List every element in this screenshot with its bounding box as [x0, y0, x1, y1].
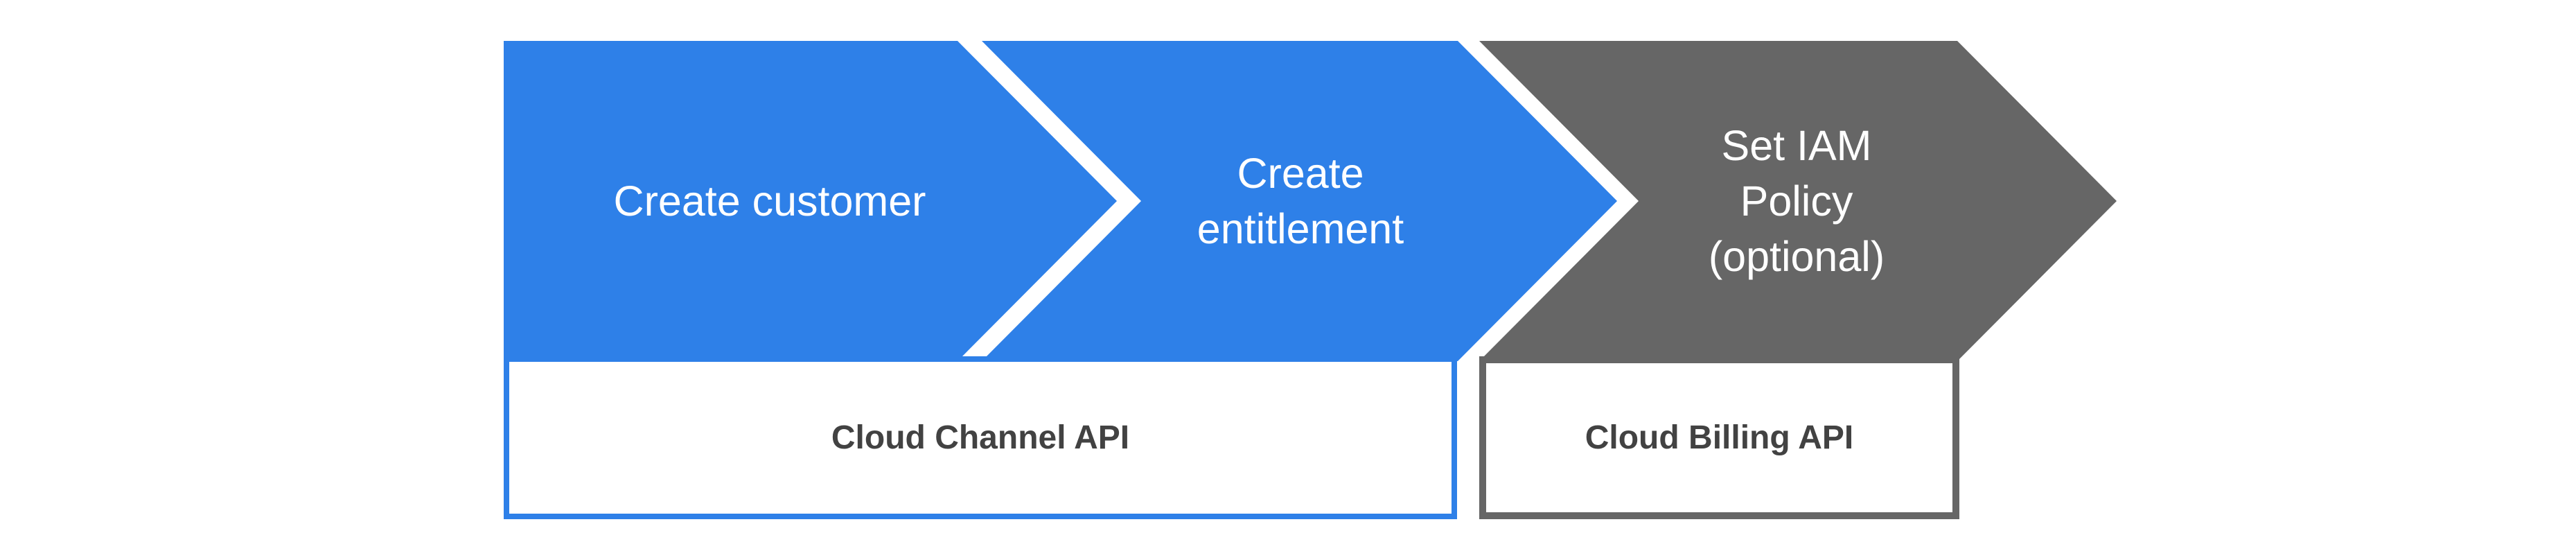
- cloud-channel-api-box: Cloud Channel API: [504, 356, 1457, 519]
- cloud-billing-api-label: Cloud Billing API: [1585, 419, 1854, 456]
- arrow-shape-set-iam-policy: [1479, 41, 2117, 361]
- arrow-shape-create-customer: [504, 41, 1117, 361]
- cloud-billing-api-box: Cloud Billing API: [1479, 356, 1959, 519]
- cloud-channel-api-label: Cloud Channel API: [831, 419, 1130, 456]
- arrow-shape-create-entitlement: [982, 41, 1617, 361]
